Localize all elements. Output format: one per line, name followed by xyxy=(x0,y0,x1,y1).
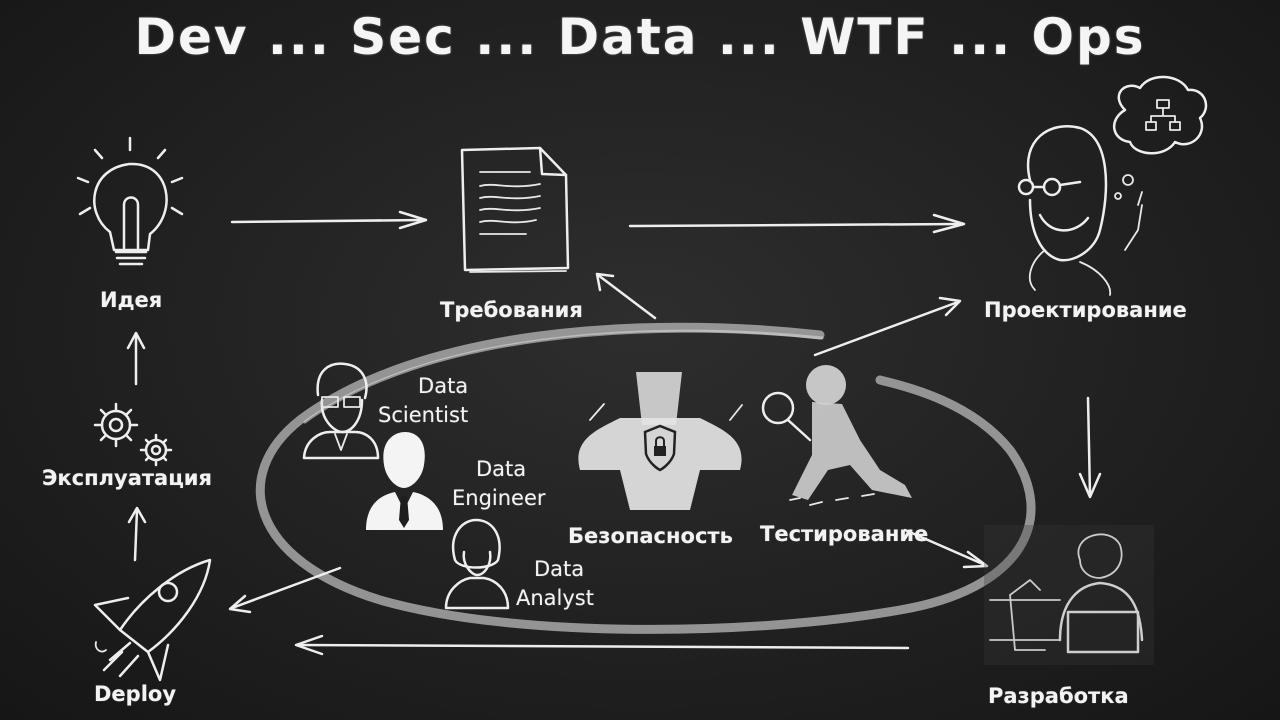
label-data-analyst-line1: Data xyxy=(534,557,585,581)
node-label-idea: Идея xyxy=(100,288,163,312)
arrow-ellipse-to-development xyxy=(903,528,989,569)
gears-icon xyxy=(93,402,173,467)
data-analyst-icon xyxy=(444,518,510,610)
arrow-design-to-development xyxy=(1078,396,1102,499)
label-testing: Тестирование xyxy=(760,522,929,546)
label-data-engineer-line2: Engineer xyxy=(452,486,546,510)
architect-icon xyxy=(1017,75,1208,296)
team-ellipse xyxy=(255,322,1036,634)
rocket-icon xyxy=(93,558,212,682)
label-security: Безопасность xyxy=(568,524,733,548)
label-data-analyst: Data Analyst xyxy=(516,555,594,613)
label-data-engineer-line1: Data xyxy=(476,457,527,481)
arrow-development-to-deploy xyxy=(294,634,910,656)
security-hero-icon xyxy=(578,372,743,510)
node-label-design: Проектирование xyxy=(984,298,1187,322)
testing-figure-icon xyxy=(761,365,912,506)
page-title: Dev ... Sec ... Data ... WTF ... Ops xyxy=(134,8,1146,66)
document-icon xyxy=(460,146,570,273)
arrow-ellipse-to-requirements xyxy=(595,272,657,320)
data-engineer-icon xyxy=(366,432,443,530)
label-data-analyst-line2: Analyst xyxy=(516,586,594,610)
data-scientist-icon xyxy=(302,362,380,460)
flow-arrows xyxy=(126,210,1102,656)
arrow-requirements-to-design xyxy=(628,213,966,234)
node-label-requirements: Требования xyxy=(440,298,583,322)
node-label-development: Разработка xyxy=(988,684,1129,708)
node-label-operations: Эксплуатация xyxy=(42,466,212,490)
label-data-scientist: Data Scientist xyxy=(378,372,468,430)
node-label-deploy: Deploy xyxy=(94,682,177,706)
arrow-deploy-to-operations xyxy=(127,506,147,562)
arrow-idea-to-requirements xyxy=(230,210,428,230)
label-data-scientist-line2: Scientist xyxy=(378,403,469,427)
label-data-engineer: Data Engineer xyxy=(452,455,546,513)
arrow-ellipse-to-deploy xyxy=(228,566,342,614)
developer-icon xyxy=(984,525,1154,665)
arrow-ellipse-to-design xyxy=(813,296,962,357)
label-data-scientist-line1: Data xyxy=(418,374,469,398)
lightbulb-icon xyxy=(76,136,184,266)
arrow-operations-to-idea xyxy=(126,331,146,386)
